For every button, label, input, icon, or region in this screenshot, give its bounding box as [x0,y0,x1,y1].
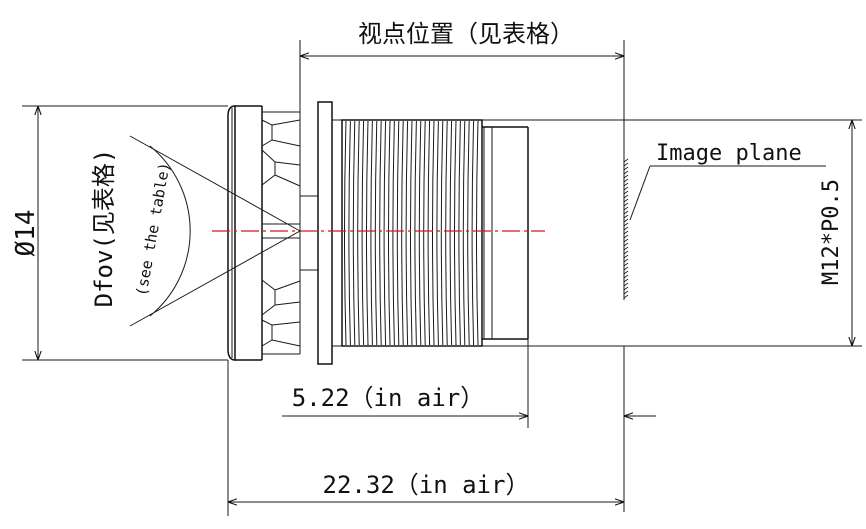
thread-line [383,120,387,346]
thread-line [454,120,457,346]
thread-label: M12*P0.5 [819,179,844,285]
thread-line [467,120,470,346]
thread-line [370,120,373,346]
hatch-line [623,226,629,231]
thread-line [361,120,365,346]
hatch-line [623,170,629,175]
hatch-line [623,198,629,203]
lens-barrel-rear [482,126,529,340]
hatch-line [623,274,629,279]
fov-rays [129,135,301,327]
bfl-label: 5.22（in air） [292,384,485,412]
hatch-line [623,182,629,187]
hatch-line [623,194,629,199]
hatch-line [623,270,629,275]
hatch-line [623,202,629,207]
hatch-line [623,258,629,263]
thread-line [427,120,431,346]
hatch-line [623,206,629,211]
hatch-line [623,266,629,271]
viewpoint-dimension [299,40,625,224]
diameter-label: Ø14 [11,210,41,257]
thread-line [396,120,400,346]
lens-barrel-front [227,105,263,361]
thread-lines [344,120,479,346]
thread-line [410,120,413,346]
hatch-line [623,222,629,227]
hatch-line [623,242,629,247]
viewpoint-label: 视点位置（见表格） [358,20,574,48]
thread-line [374,120,378,346]
thread-line [476,120,479,346]
thread-dimension [332,119,862,347]
lens-mount-flange [261,101,342,365]
see-table-label: (see the table) [132,161,173,298]
hatch-line [623,294,629,299]
hatch-line [623,186,629,191]
hatch-line [623,218,629,223]
hatch-line [623,178,629,183]
hatch-line [623,166,629,171]
total-length-label: 22.32（in air） [323,471,530,499]
thread-line [357,120,360,346]
thread-line [388,120,391,346]
hatch-line [623,282,629,287]
hatch-line [623,230,629,235]
thread-line [462,120,466,346]
thread-line [344,120,347,346]
dfov-label: Dfov(见表格) [90,149,118,308]
thread-section [341,119,483,347]
thread-line [440,120,444,346]
hatch-line [623,250,629,255]
hatch-line [623,234,629,239]
diameter-dimension [22,105,228,361]
thread-line [405,120,409,346]
hatch-line [623,262,629,267]
thread-line [432,120,435,346]
thread-line [418,120,422,346]
hatch-line [623,246,629,251]
thread-line [445,120,448,346]
hatch-line [623,190,629,195]
thread-line [436,120,439,346]
thread-line [449,120,453,346]
hatch-line [623,162,629,167]
thread-line [366,120,369,346]
hatch-line [623,286,629,291]
viewpoint-marker [261,223,301,239]
thread-line [392,120,395,346]
hatch-line [623,278,629,283]
thread-line [352,120,356,346]
total-length-dimension [227,360,624,516]
thread-line [458,120,461,346]
thread-line [471,120,475,346]
image-plane [623,158,826,300]
hatch-line [623,254,629,259]
hatch-line [623,238,629,243]
hatch-line [623,174,629,179]
thread-line [348,120,351,346]
bfl-dimension [282,339,656,512]
thread-line [401,120,404,346]
thread-line [423,120,426,346]
image-plane-label: Image plane [656,141,802,166]
thread-line [379,120,382,346]
hatch-line [623,290,629,295]
image-plane-hatch [623,158,629,299]
hatch-line [623,214,629,219]
hatch-line [623,158,629,163]
thread-line [414,120,417,346]
hatch-line [623,210,629,215]
